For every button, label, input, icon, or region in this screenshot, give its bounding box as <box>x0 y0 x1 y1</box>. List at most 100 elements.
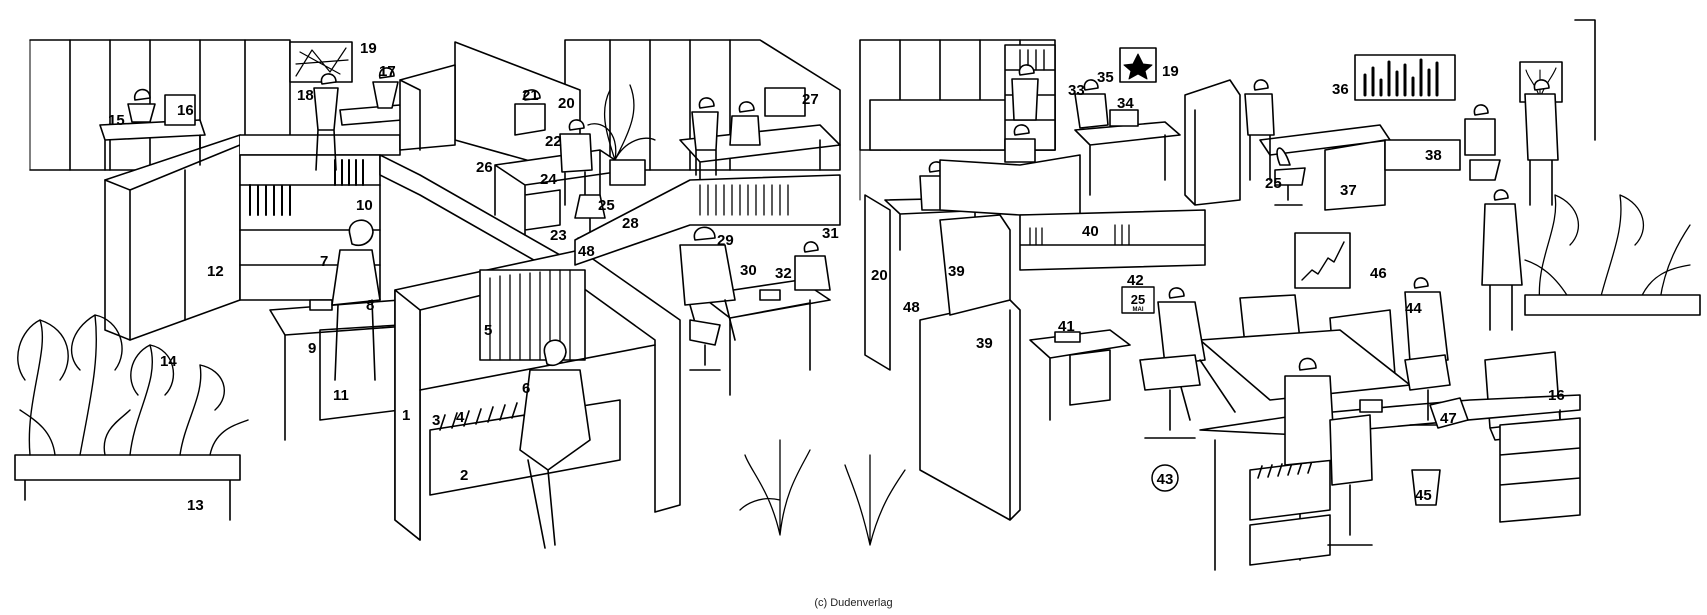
partition-mid-right <box>939 154 1081 216</box>
label-5: 5 <box>484 322 492 339</box>
label-39-lower: 39 <box>976 335 993 352</box>
person-18 <box>313 73 339 171</box>
calendar-month: MAI <box>1133 307 1144 313</box>
open-plan-office-illustration: 1 2 3 4 5 6 7 8 9 10 11 12 13 14 15 16 1… <box>14 19 1701 571</box>
telephone-32 <box>759 289 781 301</box>
label-19: 19 <box>360 40 377 57</box>
person-33 <box>1074 79 1109 129</box>
person-standing-center <box>691 97 719 176</box>
typewriter-34 <box>1109 109 1139 127</box>
person-15 <box>127 88 156 123</box>
label-39-upper: 39 <box>948 263 965 280</box>
label-36: 36 <box>1332 81 1349 98</box>
label-41: 41 <box>1058 318 1075 335</box>
box-27 <box>764 87 806 117</box>
label-29: 29 <box>717 232 734 249</box>
telephone-right <box>1359 399 1383 413</box>
label-4: 4 <box>456 409 465 426</box>
label-26: 26 <box>476 159 493 176</box>
label-15: 15 <box>108 112 125 129</box>
sideboard-38 <box>1384 139 1461 171</box>
wastepaper-basket <box>1411 469 1441 506</box>
label-9: 9 <box>308 340 316 357</box>
person-on-phone <box>729 101 761 146</box>
label-43: 43 <box>1157 471 1174 488</box>
label-46: 46 <box>1370 265 1387 282</box>
label-44: 44 <box>1405 300 1422 317</box>
person-reading <box>1157 287 1236 421</box>
label-40: 40 <box>1082 223 1099 240</box>
shelf-40 <box>1019 209 1206 271</box>
label-23: 23 <box>550 227 567 244</box>
label-18: 18 <box>297 87 314 104</box>
plant-trough <box>14 454 241 521</box>
label-16: 16 <box>177 102 194 119</box>
plants-bottom-center <box>739 439 906 546</box>
label-20: 20 <box>558 95 575 112</box>
telephone-left <box>309 299 333 311</box>
label-8: 8 <box>366 297 374 314</box>
calendar-day: 25 <box>1131 292 1145 307</box>
desk-37 <box>1259 124 1391 211</box>
copyright-credit: (c) Dudenverlag <box>814 597 893 609</box>
person-17 <box>372 67 399 109</box>
chair-29 <box>689 319 721 371</box>
person-standing-right <box>1524 79 1559 206</box>
label-7: 7 <box>320 253 328 270</box>
label-14: 14 <box>160 353 177 370</box>
wall-line-chart <box>1294 232 1351 289</box>
label-35: 35 <box>1097 69 1114 86</box>
potted-plants <box>17 314 249 456</box>
label-34: 34 <box>1117 95 1134 112</box>
cabinet-37-area <box>1184 79 1241 206</box>
label-30: 30 <box>740 262 757 279</box>
label-11: 11 <box>333 387 349 404</box>
file-drawer-43 <box>1249 459 1331 566</box>
label-38: 38 <box>1425 147 1442 164</box>
label-47: 47 <box>1440 410 1457 427</box>
chair-25-right <box>1274 147 1306 206</box>
label-12: 12 <box>207 263 224 280</box>
label-6: 6 <box>522 380 530 397</box>
drawer-cabinet-right <box>1499 417 1581 523</box>
partition-39 <box>919 299 1021 521</box>
binder-47 <box>1429 397 1469 429</box>
label-28: 28 <box>622 215 639 232</box>
person-44 <box>1404 277 1449 363</box>
file-binders <box>479 269 586 361</box>
partition-20-right <box>864 194 891 371</box>
person-31 <box>794 241 831 291</box>
label-48-center: 48 <box>578 243 595 260</box>
chair-at-drawer <box>1327 414 1373 546</box>
label-42: 42 <box>1127 272 1144 289</box>
label-48-right: 48 <box>903 299 920 316</box>
label-27: 27 <box>802 91 819 108</box>
person-standing-cabinet <box>1244 79 1275 181</box>
monitor-back-left <box>164 94 196 126</box>
tray-41 <box>1054 331 1081 343</box>
desk-29-32 <box>699 279 831 396</box>
plant-pot-center <box>609 159 646 186</box>
label-2: 2 <box>460 467 468 484</box>
plants-right <box>1524 194 1691 306</box>
person-21 <box>514 89 546 136</box>
shelf-28 <box>574 174 841 266</box>
label-3: 3 <box>432 412 440 429</box>
label-16-right: 16 <box>1548 387 1565 404</box>
person-29 <box>679 226 736 341</box>
person-at-shelf <box>1011 64 1039 121</box>
person-7 <box>331 219 381 381</box>
typing-desk-34 <box>1074 121 1181 196</box>
cabinet-center-back <box>399 64 456 151</box>
label-31: 31 <box>822 225 839 242</box>
label-13: 13 <box>187 497 204 514</box>
person-walking <box>1481 189 1523 331</box>
label-19-right: 19 <box>1162 63 1179 80</box>
label-21: 21 <box>522 87 539 104</box>
plant-trough-right <box>1524 294 1701 316</box>
person-seated-38 <box>1464 104 1501 181</box>
label-17: 17 <box>379 63 396 80</box>
label-32: 32 <box>775 265 792 282</box>
label-20-right: 20 <box>871 267 888 284</box>
chair-reading <box>1139 354 1201 439</box>
